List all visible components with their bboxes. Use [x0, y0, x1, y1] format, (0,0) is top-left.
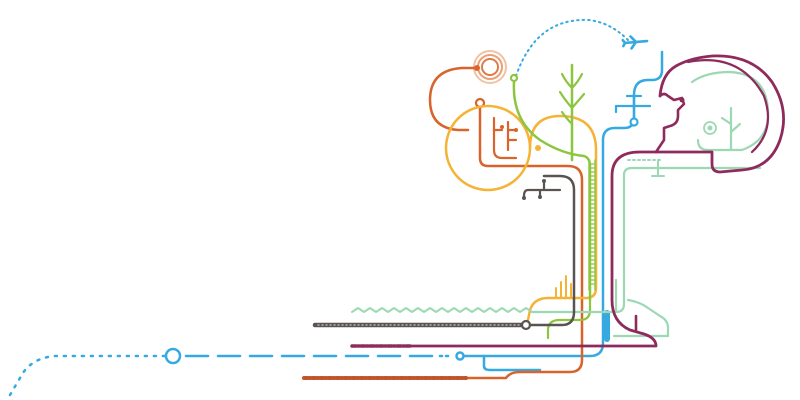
mint-right-stub — [651, 159, 665, 177]
orange-twig-dot-1 — [500, 125, 504, 129]
yellow-large-circle — [444, 104, 532, 192]
orange-trunk — [464, 105, 584, 380]
mint-main-line — [530, 166, 762, 314]
charcoal-antler — [522, 180, 562, 198]
blue-trail-ring — [164, 347, 182, 365]
yellow-junction-dot — [535, 145, 541, 151]
charcoal-branch — [312, 174, 576, 331]
mint-zigzag-wave — [351, 307, 533, 313]
airplane-icon — [621, 35, 649, 50]
orange-big-loop — [428, 66, 479, 132]
green-branch — [509, 63, 596, 340]
yellow-spikes — [555, 275, 572, 299]
blue-antler — [614, 94, 652, 120]
green-top-node — [509, 73, 519, 83]
magenta-profile-face — [654, 92, 686, 154]
blue-upper-node — [629, 117, 639, 127]
sprout-icon — [720, 106, 742, 152]
green-lower-loop — [546, 298, 592, 340]
sprout-icon — [558, 63, 586, 162]
magenta-inner-loop — [686, 59, 770, 154]
blue-dashed-trail — [8, 354, 167, 397]
green-ladder-rungs — [588, 163, 596, 285]
mint-lower-loop — [612, 278, 670, 338]
charcoal-antler-dot-2 — [538, 195, 542, 199]
charcoal-antler-dot-3 — [542, 179, 546, 183]
head-profile-icon — [350, 54, 785, 348]
blue-flight-path — [515, 18, 629, 77]
mint-small-target — [703, 121, 717, 135]
magenta-eye-dot — [679, 97, 685, 103]
blue-lower-branch — [482, 354, 542, 372]
orange-branch — [302, 50, 584, 380]
charcoal-route — [528, 174, 576, 327]
orange-inner-branch — [492, 116, 518, 160]
yellow-arc-to-green — [526, 114, 598, 322]
magenta-head-outline — [408, 54, 785, 348]
orange-twigs — [492, 120, 518, 152]
blue-node — [455, 351, 465, 361]
yellow-branch — [444, 104, 598, 322]
blue-thick-bar — [604, 310, 610, 342]
orange-twig-dot-2 — [514, 128, 518, 132]
charcoal-antler-dot-1 — [522, 196, 526, 200]
